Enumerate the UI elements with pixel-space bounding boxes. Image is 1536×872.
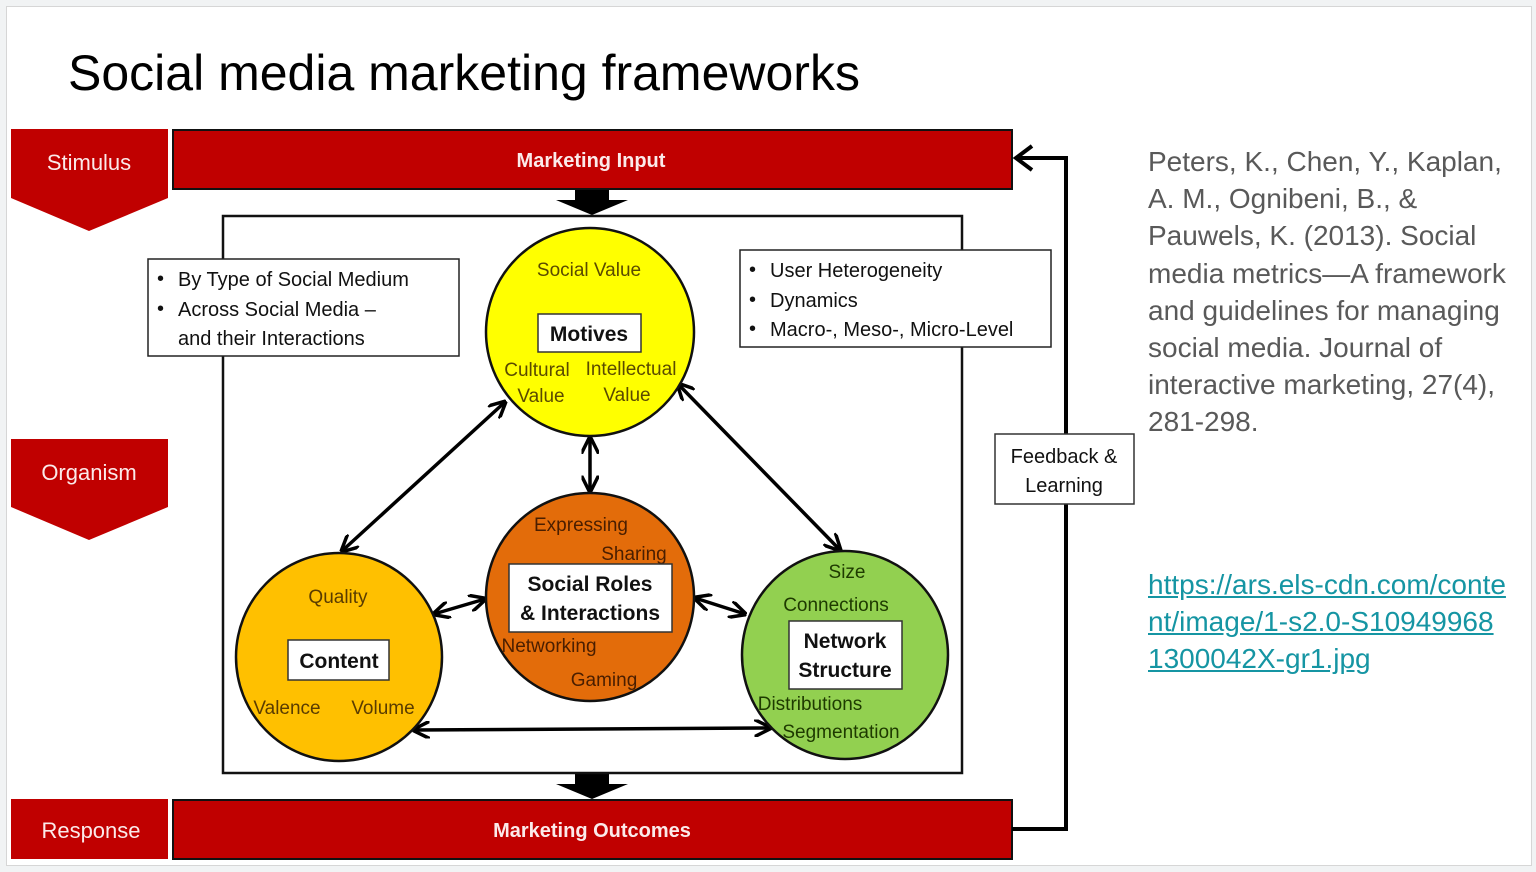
outcomes-down-arrow-icon xyxy=(556,774,628,799)
social-roles-circle: Expressing Sharing Social Roles & Intera… xyxy=(484,491,696,703)
content-circle: Quality Content Valence Volume xyxy=(234,551,444,763)
marketing-outcomes-bar: Marketing Outcomes xyxy=(172,799,1013,860)
response-box xyxy=(11,799,168,859)
volume-label: Volume xyxy=(351,698,414,719)
valence-label: Valence xyxy=(253,698,320,719)
network-structure-circle: Size Connections Network Structure Distr… xyxy=(740,549,950,761)
quality-label: Quality xyxy=(308,587,368,608)
feedback-box: Feedback & Learning xyxy=(994,433,1135,505)
organism-frame xyxy=(221,214,964,775)
left-box-item: and their Interactions xyxy=(178,328,365,350)
stage-response: Response xyxy=(11,799,168,859)
network-structure-label: Network xyxy=(804,630,887,653)
content-roles-arrow xyxy=(434,599,485,614)
segmentation-label: Segmentation xyxy=(782,722,899,743)
marketing-outcomes-label: Marketing Outcomes xyxy=(493,820,691,842)
social-value-label: Social Value xyxy=(537,260,641,281)
right-box-item: Macro-, Meso-, Micro-Level xyxy=(770,319,1013,341)
motives-content-arrow xyxy=(342,402,505,551)
organism-label: Organism xyxy=(41,460,136,485)
social-roles-label: Social Roles xyxy=(528,573,653,596)
connector-arrows xyxy=(342,384,840,730)
right-box-item: Dynamics xyxy=(770,290,858,312)
response-label: Response xyxy=(41,818,140,843)
right-info-box: • User Heterogeneity • Dynamics • Macro-… xyxy=(739,249,1052,348)
organism-chevron xyxy=(11,439,168,540)
stimulus-chevron xyxy=(11,129,168,231)
motives-label: Motives xyxy=(550,323,628,346)
right-box-item: User Heterogeneity xyxy=(770,260,942,282)
stage-organism: Organism xyxy=(11,439,168,540)
motives-circle: Social Value Motives Cultural Value Inte… xyxy=(484,226,696,438)
left-box-item: Across Social Media – xyxy=(178,299,377,321)
network-structure-label: Structure xyxy=(798,659,891,682)
left-info-box: • By Type of Social Medium • Across Soci… xyxy=(147,258,460,357)
citation-text: Peters, K., Chen, Y., Kaplan, A. M., Ogn… xyxy=(1148,146,1506,438)
feedback-line-2: Learning xyxy=(1025,475,1103,497)
bullet-icon: • xyxy=(157,268,164,290)
expressing-label: Expressing xyxy=(534,515,628,536)
stimulus-label: Stimulus xyxy=(47,150,131,175)
content-label: Content xyxy=(299,650,378,673)
sharing-label: Sharing xyxy=(601,544,667,565)
slide-title: Social media marketing frameworks xyxy=(68,45,860,101)
left-box-item: By Type of Social Medium xyxy=(178,269,409,291)
connections-label: Connections xyxy=(783,595,889,616)
content-network-arrow xyxy=(414,728,770,730)
gaming-label: Gaming xyxy=(571,670,638,691)
bullet-icon: • xyxy=(749,289,756,311)
cultural-value-label: Cultural xyxy=(504,360,569,381)
social-roles-label: & Interactions xyxy=(520,602,660,625)
cultural-value-label: Value xyxy=(517,386,564,407)
intellectual-value-label: Value xyxy=(603,385,650,406)
bullet-icon: • xyxy=(157,298,164,320)
feedback-line-1: Feedback & xyxy=(1011,446,1118,468)
input-down-arrow-icon xyxy=(556,190,628,215)
marketing-input-bar: Marketing Input xyxy=(172,129,1013,190)
marketing-input-label: Marketing Input xyxy=(517,150,666,172)
distributions-label: Distributions xyxy=(758,694,863,715)
source-link[interactable]: https://ars.els-cdn.com/content/image/1-… xyxy=(1148,569,1506,675)
roles-network-arrow xyxy=(695,598,745,614)
motives-network-arrow xyxy=(678,384,840,550)
stage-stimulus: Stimulus xyxy=(11,129,168,231)
intellectual-value-label: Intellectual xyxy=(586,359,677,380)
size-label: Size xyxy=(829,562,866,583)
bullet-icon: • xyxy=(749,259,756,281)
bullet-icon: • xyxy=(749,318,756,340)
networking-label: Networking xyxy=(501,636,596,657)
feedback-arrowhead-icon xyxy=(1012,144,1034,172)
